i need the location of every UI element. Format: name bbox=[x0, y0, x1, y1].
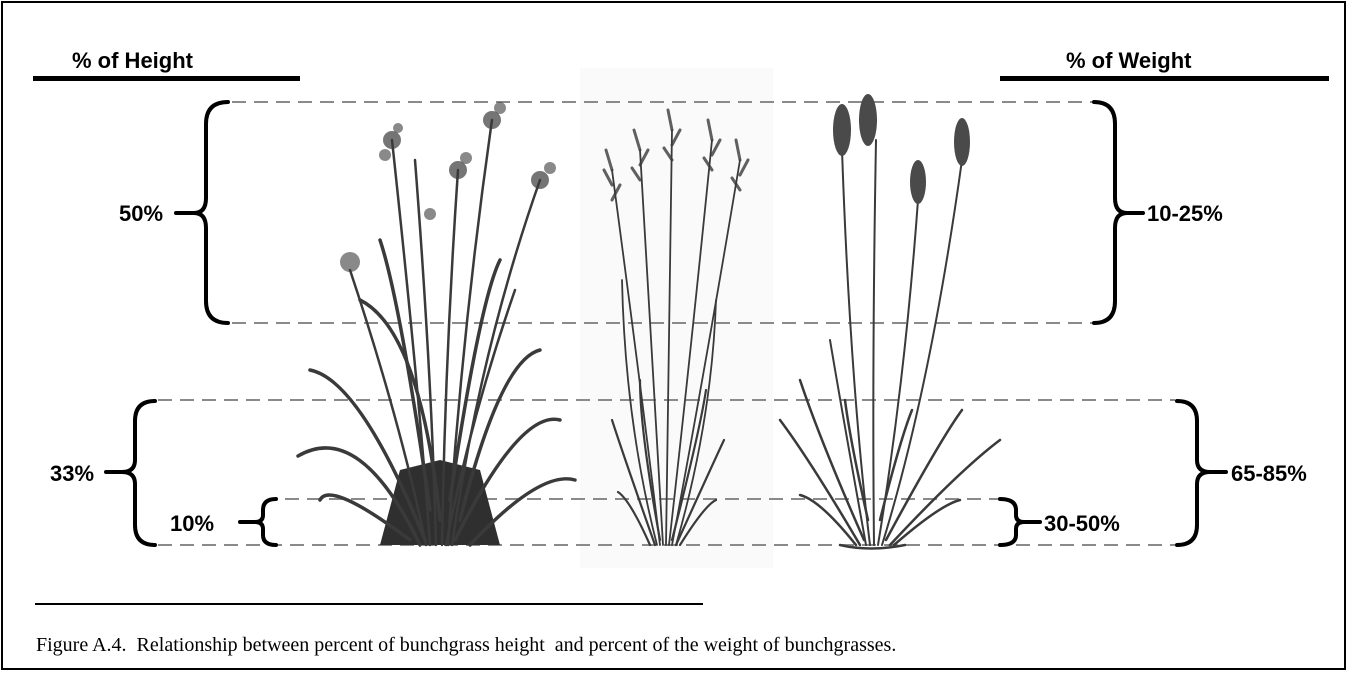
weight-label-tenth: 30-50% bbox=[1044, 511, 1120, 537]
caption-rule bbox=[35, 603, 703, 605]
height-label-third: 33% bbox=[50, 461, 94, 487]
plant-panel bbox=[580, 68, 773, 568]
height-label-top: 50% bbox=[119, 201, 163, 227]
bunchgrass-plant-3-icon bbox=[780, 94, 1000, 549]
bracket-weight-third bbox=[1177, 401, 1210, 545]
weight-label-top: 10-25% bbox=[1147, 201, 1223, 227]
bracket-height-third bbox=[122, 401, 155, 545]
bracket-weight-tenth bbox=[1000, 499, 1024, 545]
height-label-tenth: 10% bbox=[170, 511, 214, 537]
height-brackets bbox=[106, 102, 276, 545]
bracket-height-top bbox=[194, 102, 228, 323]
figure-caption: Figure A.4. Relationship between percent… bbox=[36, 634, 896, 657]
weight-label-third: 65-85% bbox=[1231, 461, 1307, 487]
bracket-weight-top bbox=[1094, 102, 1127, 323]
bracket-height-tenth bbox=[255, 499, 276, 545]
